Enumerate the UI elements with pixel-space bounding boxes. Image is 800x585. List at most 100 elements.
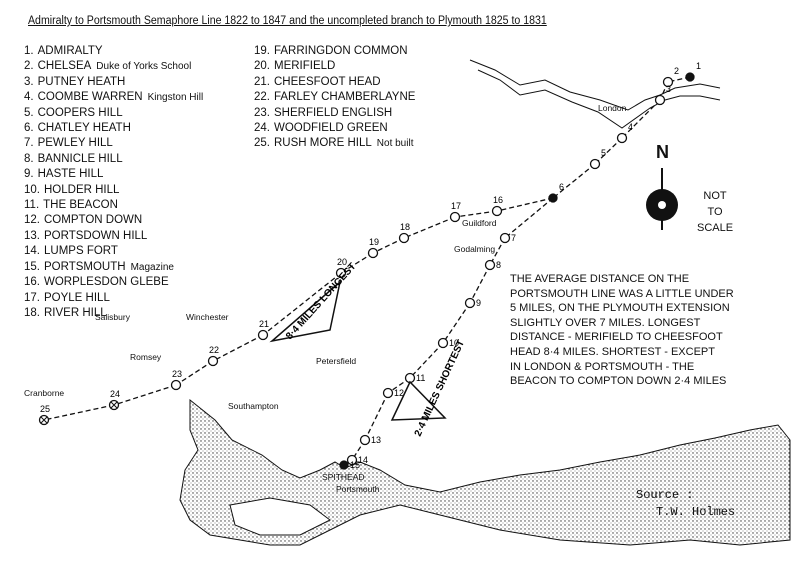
station-number: 21. [254, 75, 270, 88]
station-list-item: 15. PORTSMOUTH Magazine [24, 260, 203, 275]
station-list-item: 16.WORPLESDON GLEBE [24, 275, 203, 290]
station-list-item: 23.SHERFIELD ENGLISH [254, 106, 420, 121]
north-arrow [646, 168, 678, 230]
station-list-item: 19.FARRINGDON COMMON [254, 44, 420, 59]
station-name: COOPERS HILL [37, 106, 123, 119]
station-number: 5. [24, 106, 34, 119]
station-note: Magazine [130, 261, 174, 273]
town-winchester: Winchester [186, 312, 229, 322]
station-number: 6. [24, 122, 34, 135]
station-number: 11. [24, 199, 40, 212]
station-note: Duke of Yorks School [96, 61, 192, 73]
semaphore-link [212, 334, 264, 362]
town-southampton: Southampton [228, 401, 279, 411]
station-name: BANNICLE HILL [37, 152, 123, 165]
station-number: 15. [24, 260, 40, 273]
station-list-item: 9.HASTE HILL [24, 167, 203, 182]
station-name: HOLDER HILL [44, 183, 120, 196]
town-godalming: Godalming [454, 244, 496, 254]
station-number: 19. [254, 45, 270, 57]
station-number: 17. [24, 291, 40, 304]
not-to-scale-label: NOT TO SCALE [697, 188, 733, 236]
semaphore-link [364, 392, 389, 441]
semaphore-link [409, 342, 444, 379]
shortest-label: 2·4 MILES SHORTEST [413, 338, 467, 438]
semaphore-link [442, 302, 471, 344]
town-guildford: Guildford [462, 218, 497, 228]
station-name: PEWLEY HILL [37, 137, 113, 150]
station-marker-5 [589, 158, 601, 170]
station-marker-19 [367, 247, 379, 259]
semaphore-link [469, 264, 491, 304]
station-list-item: 13.PORTSDOWN HILL [24, 229, 203, 244]
station-number-label: 1 [696, 61, 701, 71]
note-line: PORTSMOUTH LINE WAS A LITTLE UNDER [510, 287, 734, 300]
station-number-label: 13 [371, 435, 381, 445]
semaphore-link [454, 210, 498, 218]
station-number-label: 9 [476, 298, 481, 308]
semaphore-link [43, 404, 115, 421]
station-name: POYLE HILL [44, 291, 110, 304]
station-marker-3 [654, 94, 666, 106]
station-number-label: 18 [400, 222, 410, 232]
station-number: 3. [24, 75, 34, 88]
station-name: CHATLEY HEATH [37, 122, 131, 135]
nts-line: TO [707, 206, 723, 218]
station-name: PORTSMOUTH [44, 260, 126, 273]
station-number: 1. [24, 45, 34, 57]
source-label: Source : [636, 488, 694, 502]
source-author: T.W. Holmes [656, 505, 736, 519]
station-number-label: 7 [511, 233, 516, 243]
station-name: COMPTON DOWN [44, 214, 143, 227]
station-number: 22. [254, 91, 270, 104]
semaphore-link [262, 272, 342, 336]
station-number-label: 21 [259, 319, 269, 329]
station-number-label: 8 [496, 260, 501, 270]
station-number-label: 24 [110, 389, 120, 399]
station-number: 10. [24, 183, 40, 196]
station-number-label: 22 [209, 345, 219, 355]
station-number-label: 17 [451, 201, 461, 211]
station-list-item: 10. HOLDER HILL [24, 183, 203, 198]
thames-river [469, 59, 721, 129]
station-name: HASTE HILL [37, 168, 104, 181]
not-built-cross-icon [40, 416, 48, 424]
station-list-item: 24.WOODFIELD GREEN [254, 121, 420, 136]
station-marker-16 [491, 205, 503, 217]
station-list-item: 5.COOPERS HILL [24, 106, 203, 121]
station-marker-23 [170, 379, 182, 391]
station-list-item: 3.PUTNEY HEATH [24, 75, 203, 90]
station-number-label: 16 [493, 195, 503, 205]
station-name: MERIFIELD [274, 60, 336, 73]
note-line: BEACON TO COMPTON DOWN 2·4 MILES [510, 375, 727, 388]
station-marker-12 [382, 387, 394, 399]
semaphore-link [552, 163, 596, 199]
station-number-label: 14 [358, 455, 368, 465]
station-name: WORPLESDON GLEBE [44, 276, 169, 289]
nts-line: SCALE [697, 222, 734, 234]
semaphore-link [504, 197, 554, 239]
station-number: 14. [24, 245, 40, 258]
station-note: Not built [376, 138, 414, 150]
station-marker-4 [616, 132, 628, 144]
note-line: 5 MILES, ON THE PLYMOUTH EXTENSION [510, 302, 730, 315]
north-label: N [656, 142, 669, 162]
semaphore-link [496, 197, 554, 212]
station-list-item: 20.MERIFIELD [254, 59, 420, 74]
station-number: 7. [24, 137, 34, 150]
semaphore-link [621, 99, 661, 139]
semaphore-link [403, 216, 456, 239]
town-cranborne: Cranborne [24, 388, 65, 398]
station-name: LUMPS FORT [44, 245, 118, 258]
longest-distance-marker [269, 279, 342, 343]
note-line: HEAD 8·4 MILES. SHORTEST - EXCEPT [510, 345, 715, 358]
semaphore-link [113, 384, 177, 406]
station-list-item: 18.RIVER HILL [24, 306, 203, 321]
station-number: 4. [24, 91, 34, 104]
station-list-item: 12.COMPTON DOWN [24, 213, 203, 228]
station-marker-8 [484, 259, 496, 271]
station-marker-15 [339, 460, 349, 470]
